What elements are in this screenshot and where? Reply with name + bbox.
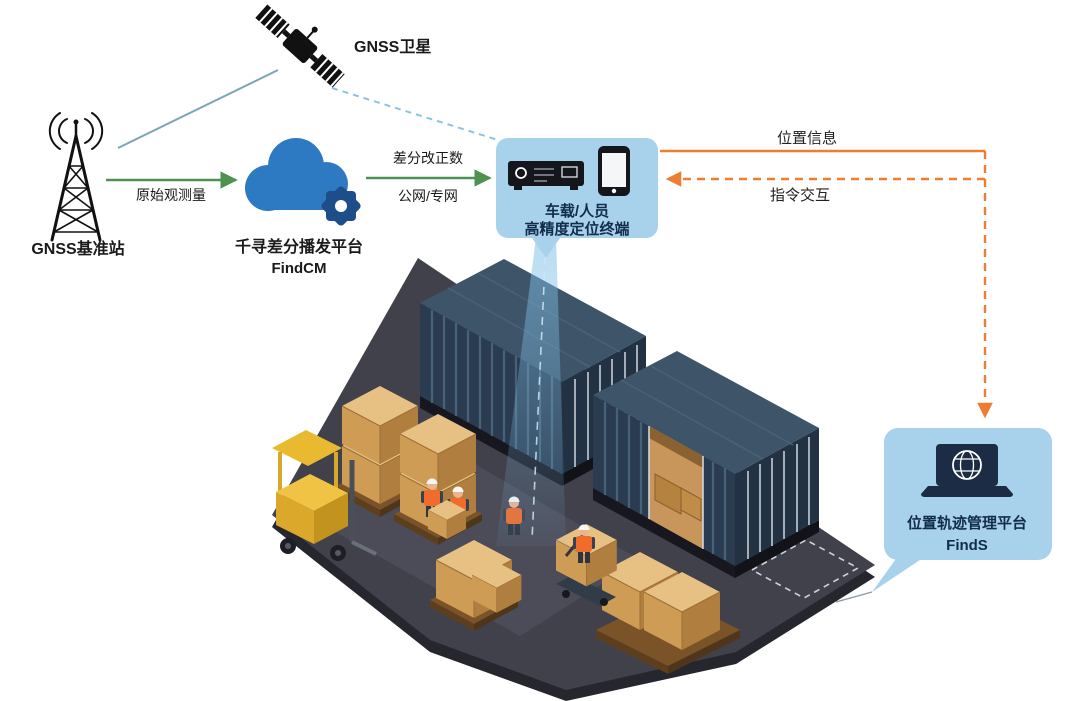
pallet-stacks bbox=[336, 385, 482, 545]
base-station-label: GNSS基准站 bbox=[31, 239, 124, 258]
platform-callout-tail bbox=[872, 556, 926, 592]
cloud-platform-product: FindCM bbox=[272, 260, 327, 277]
smartphone-icon bbox=[598, 146, 630, 196]
terminal-node: 车载/人员 高精度定位终端 bbox=[496, 138, 658, 258]
management-platform-node: 位置轨迹管理平台 FindS bbox=[835, 428, 1052, 603]
terminal-label-1: 车载/人员 bbox=[545, 202, 609, 220]
platform-product: FindS bbox=[946, 537, 988, 554]
gear-icon bbox=[321, 186, 361, 226]
platform-label: 位置轨迹管理平台 bbox=[907, 514, 1027, 532]
cloud-gear-icon bbox=[245, 138, 361, 226]
shipping-container-2 bbox=[593, 351, 819, 566]
label-command-interaction: 指令交互 bbox=[770, 186, 830, 204]
label-raw-observation: 原始观测量 bbox=[136, 187, 206, 203]
satellite-node: GNSS卫星 bbox=[255, 4, 431, 88]
terminal-callout-tail bbox=[532, 238, 560, 258]
link-satellite-to-base bbox=[117, 69, 279, 149]
satellite-label: GNSS卫星 bbox=[354, 38, 431, 56]
label-correction-1: 差分改正数 bbox=[393, 150, 463, 166]
cloud-platform-node: 千寻差分播发平台 FindCM bbox=[235, 138, 363, 277]
links: 原始观测量 差分改正数 公网/专网 位置信息 指令交互 bbox=[106, 69, 993, 419]
label-position-info: 位置信息 bbox=[777, 130, 837, 147]
pallet-jack bbox=[555, 523, 618, 606]
label-correction-2: 公网/专网 bbox=[398, 188, 458, 204]
forklift bbox=[272, 430, 377, 561]
ground-pallet-2 bbox=[596, 551, 740, 674]
satellite-icon bbox=[255, 4, 345, 88]
antenna-tower-icon bbox=[48, 112, 104, 242]
base-station-node: GNSS基准站 bbox=[31, 112, 125, 258]
floor-marking-large bbox=[750, 539, 860, 599]
container-open-door bbox=[648, 426, 704, 549]
receiver-icon bbox=[508, 161, 584, 190]
laptop-globe-icon bbox=[921, 444, 1013, 497]
link-satellite-to-terminal bbox=[331, 87, 499, 141]
terminal-label-2: 高精度定位终端 bbox=[524, 220, 629, 238]
cloud-platform-label: 千寻差分播发平台 bbox=[235, 237, 363, 256]
platform-scene-link bbox=[835, 591, 873, 603]
positioning-beam bbox=[496, 238, 566, 546]
ground-pallet-1 bbox=[430, 539, 522, 631]
warehouse-scene bbox=[272, 258, 875, 701]
